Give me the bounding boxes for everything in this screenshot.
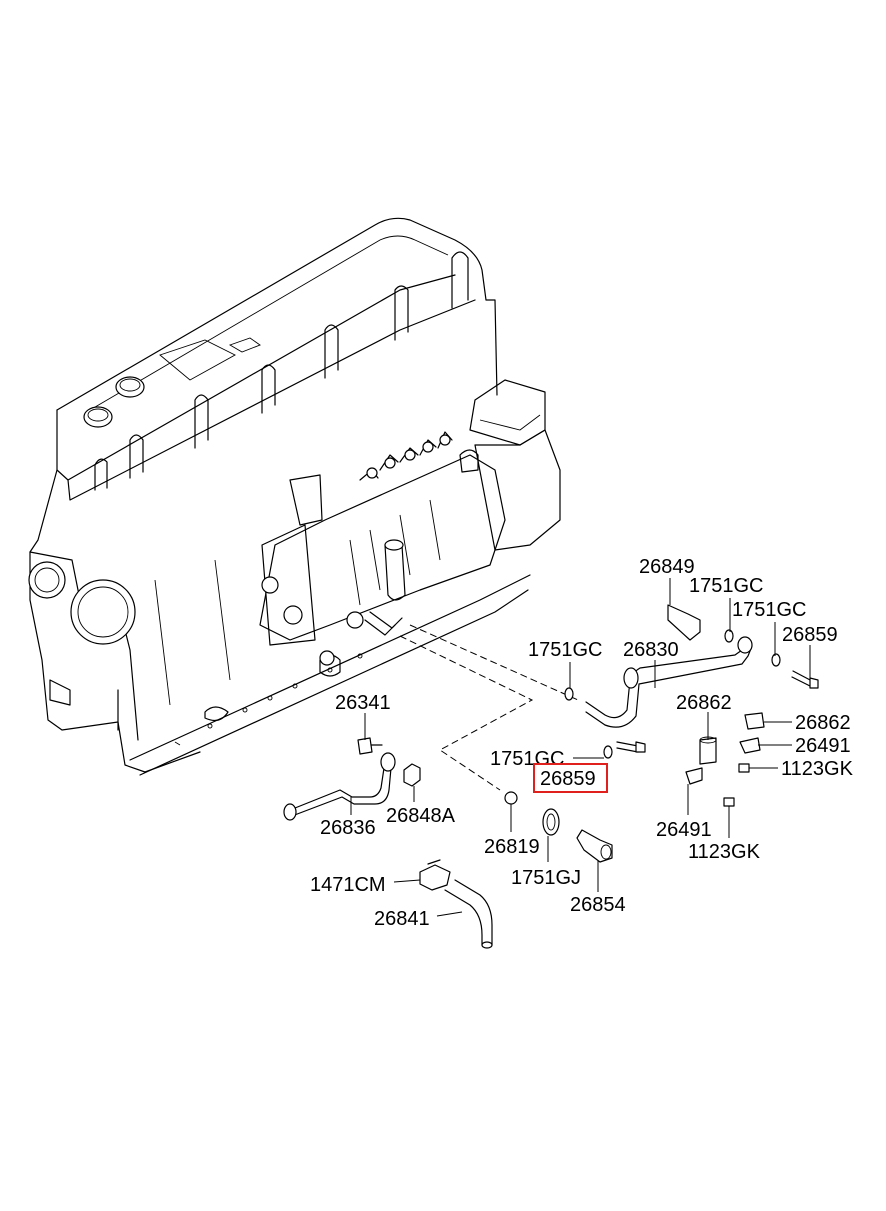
label-26848a[interactable]: 26848A: [386, 805, 456, 827]
bolts-26859: [616, 670, 819, 753]
label-26830[interactable]: 26830: [623, 639, 679, 661]
label-1123gk-lower[interactable]: 1123GK: [688, 841, 761, 863]
label-26841[interactable]: 26841: [374, 908, 430, 930]
label-26819[interactable]: 26819: [484, 836, 540, 858]
label-26862-right[interactable]: 26862: [795, 712, 851, 734]
label-26836[interactable]: 26836: [320, 817, 376, 839]
nut-26848a: [403, 763, 421, 787]
oil-line-26836: [283, 752, 396, 821]
engine-block-illustration: [28, 217, 561, 776]
label-26862-left[interactable]: 26862: [676, 692, 732, 714]
leader-lines: [350, 578, 811, 917]
label-26341[interactable]: 26341: [335, 692, 391, 714]
label-26491-right[interactable]: 26491: [795, 735, 851, 757]
label-26491-lower[interactable]: 26491: [656, 819, 712, 841]
clamp-parts: [685, 712, 765, 807]
label-26859-upper[interactable]: 26859: [782, 624, 838, 646]
label-26854[interactable]: 26854: [570, 894, 626, 916]
drain-parts: [504, 791, 613, 863]
washers-1751gc: [564, 629, 781, 759]
highlight-box: [533, 763, 608, 793]
label-26859-highlighted[interactable]: 26859: [540, 768, 596, 790]
label-26849[interactable]: 26849: [639, 556, 695, 578]
part-labels: 26849 1751GC 1751GC 26859 1751GC 26830 2…: [310, 556, 854, 930]
label-1751gj[interactable]: 1751GJ: [511, 867, 581, 889]
label-1751gc-lower[interactable]: 1751GC: [490, 748, 565, 770]
label-1471cm[interactable]: 1471CM: [310, 874, 386, 896]
hose-26841: [419, 859, 493, 949]
label-1751gc-right[interactable]: 1751GC: [732, 599, 807, 621]
fitting-26341: [357, 737, 383, 755]
label-1123gk-right[interactable]: 1123GK: [781, 758, 854, 780]
oil-pipe-26830: [585, 636, 753, 728]
reference-dashed-lines: [399, 624, 579, 791]
label-1751gc-upper-right[interactable]: 1751GC: [689, 575, 764, 597]
bracket-26849: [667, 604, 701, 641]
label-1751gc-left[interactable]: 1751GC: [528, 639, 603, 661]
